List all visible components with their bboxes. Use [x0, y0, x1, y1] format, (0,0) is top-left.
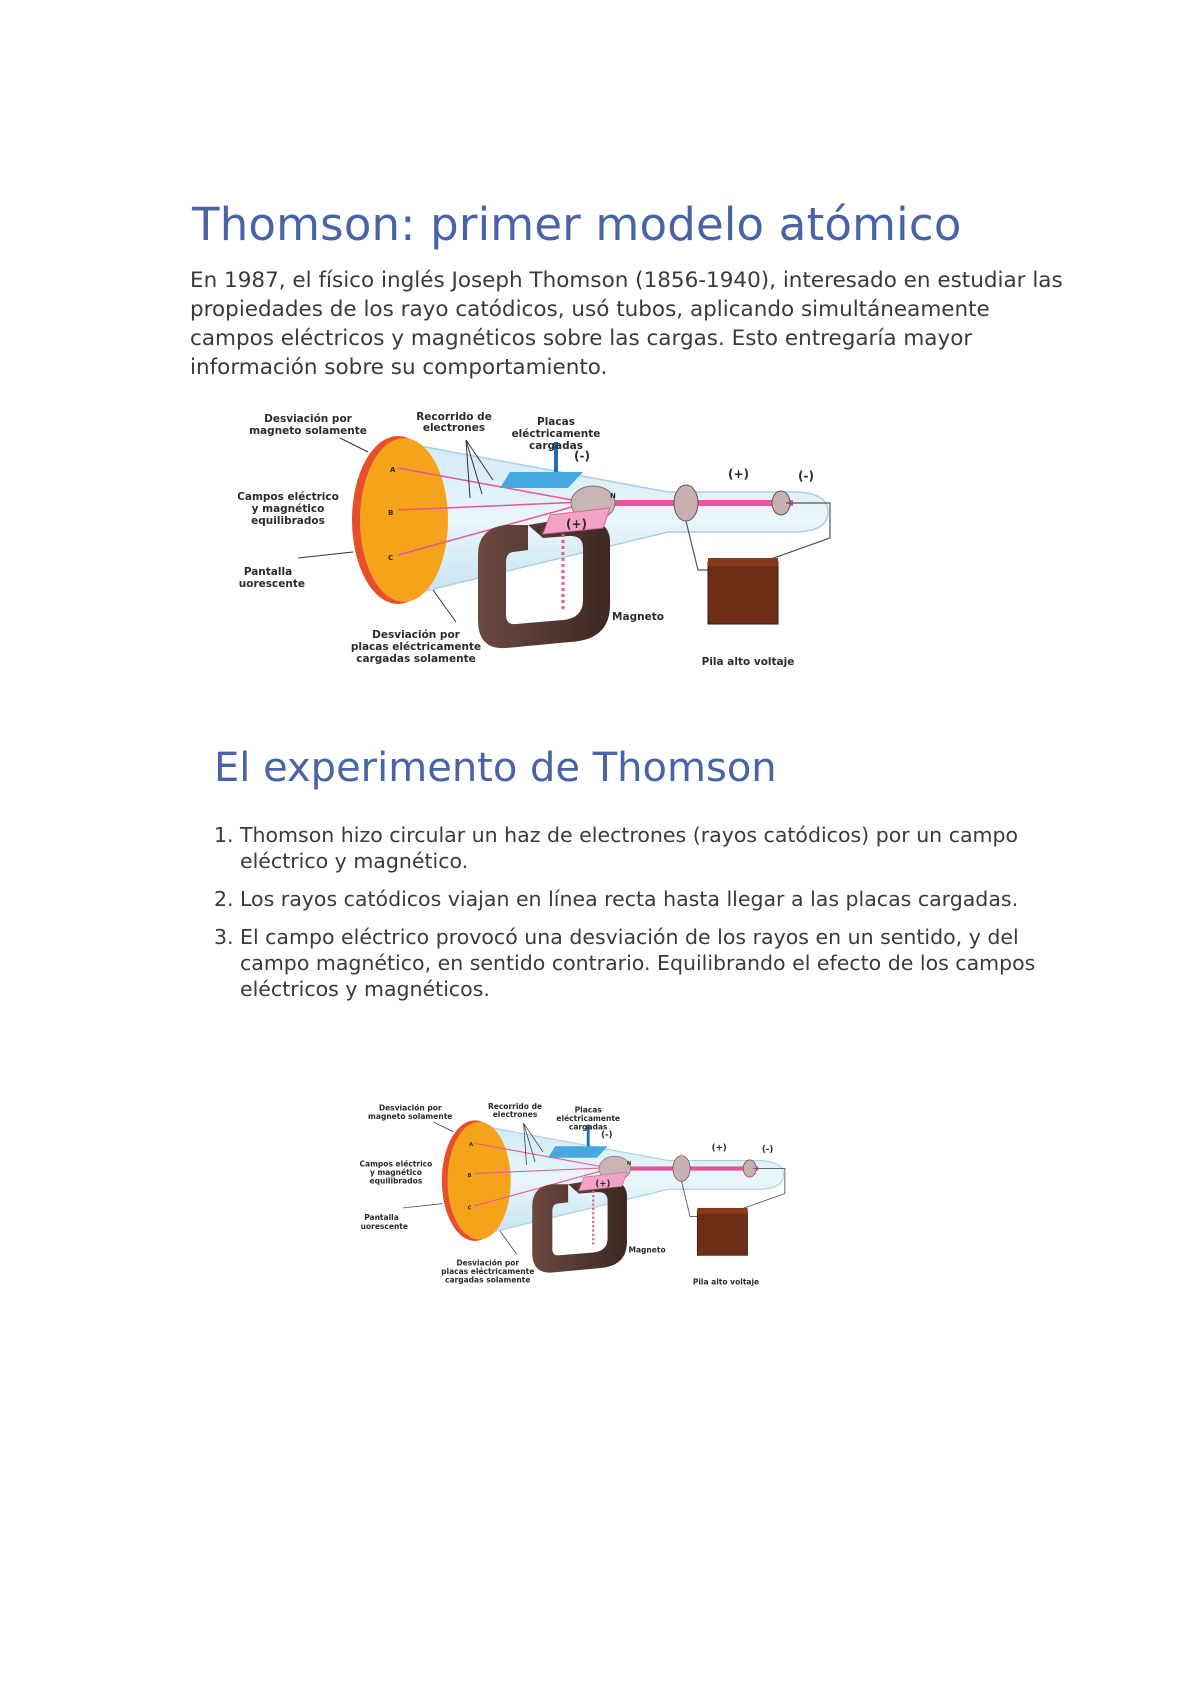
label-recorrido-2: electrones	[423, 422, 485, 434]
beam-b	[474, 1167, 608, 1175]
label-recorrido-1: Recorrido de	[416, 411, 492, 423]
list-number: 3.	[214, 925, 234, 949]
positive-plate	[578, 1171, 628, 1192]
list-line: eléctrico y magnético.	[240, 849, 469, 873]
beam-c	[397, 503, 584, 556]
thomson-diagram-2: Desviación por magneto solamente Recorri…	[355, 1070, 848, 1338]
list-line: campo magnético, en sentido contrario. E…	[240, 951, 1036, 975]
battery	[707, 561, 779, 625]
label-desviacion-placas-2: placas eléctricamente	[351, 641, 481, 653]
label-desviacion-placas-3: cargadas solamente	[356, 653, 475, 665]
point-a: A	[469, 1142, 473, 1148]
electrode-positive	[672, 1155, 691, 1182]
label-magneto: Magneto	[628, 1245, 665, 1254]
beam-a	[397, 467, 584, 503]
label-desviacion-magneto-1: Desviación por	[264, 413, 353, 425]
label-magneto: Magneto	[612, 611, 664, 623]
label-campos-1: Campos eléctrico	[238, 491, 339, 503]
sign-pos-electrode: (+)	[712, 1144, 727, 1154]
point-c: C	[468, 1205, 472, 1211]
label-campos-2: y magnético	[370, 1168, 422, 1177]
pole-s: S	[536, 526, 541, 534]
label-campos-3: equilibrados	[370, 1177, 423, 1186]
intro-line: información sobre su comportamiento.	[190, 355, 608, 380]
intro-line: En 1987, el físico inglés Joseph Thomson…	[190, 268, 1063, 293]
negative-plate	[500, 472, 583, 488]
negative-plate	[548, 1146, 608, 1158]
thomson-diagram-1: Desviación por magneto solamente Recorri…	[231, 410, 918, 695]
label-campos-1: Campos eléctrico	[360, 1159, 432, 1168]
label-recorrido-2: electrones	[493, 1110, 538, 1119]
list-line: eléctricos y magnéticos.	[240, 977, 490, 1001]
battery-top	[697, 1207, 748, 1214]
sign-pos-plate: (+)	[566, 517, 587, 531]
positive-plate	[542, 507, 611, 535]
battery	[696, 1210, 748, 1256]
section2-title: El experimento de Thomson	[214, 745, 777, 791]
list-item: 3. El campo eléctrico provocó una desvia…	[214, 924, 1036, 1002]
sign-pos-plate: (+)	[595, 1179, 610, 1189]
sign-neg-electrode: (-)	[762, 1145, 774, 1155]
fluorescent-screen	[447, 1121, 511, 1240]
battery-top	[708, 558, 778, 566]
label-placas-1: Placas	[575, 1106, 603, 1115]
label-campos-3: equilibrados	[251, 515, 325, 527]
sign-neg-plate: (-)	[574, 449, 590, 463]
list-line: Los rayos catódicos viajan en línea rect…	[240, 887, 1019, 911]
list-line: El campo eléctrico provocó una desviació…	[240, 925, 1019, 949]
label-pila: Pila alto voltaje	[702, 656, 795, 668]
beam-b	[397, 501, 584, 511]
label-recorrido-1: Recorrido de	[488, 1102, 542, 1111]
label-desviacion-magneto-1: Desviación por	[379, 1103, 442, 1112]
label-desviacion-placas-1: Desviación por	[456, 1258, 519, 1267]
list-item: 1. Thomson hizo circular un haz de elect…	[214, 822, 1019, 874]
pole-n: N	[610, 492, 616, 500]
label-desviacion-magneto-2: magneto solamente	[249, 425, 367, 437]
label-pila: Pila alto voltaje	[693, 1278, 759, 1287]
fluorescent-screen	[360, 438, 448, 602]
electrode-positive	[673, 484, 699, 522]
thomson-diagram-svg: Desviación por magneto solamente Recorri…	[231, 411, 831, 668]
sign-pos-electrode: (+)	[728, 467, 749, 481]
intro-paragraph: En 1987, el físico inglés Joseph Thomson…	[190, 266, 1070, 382]
magnet	[532, 1179, 627, 1273]
label-placas-3: cargadas	[569, 1123, 608, 1132]
beam-a	[474, 1142, 608, 1169]
point-b: B	[388, 509, 393, 517]
intro-line: propiedades de los rayo catódicos, usó t…	[190, 297, 990, 322]
beam-c	[474, 1168, 608, 1207]
point-b: B	[468, 1173, 472, 1179]
experiment-list: 1. Thomson hizo circular un haz de elect…	[214, 822, 1036, 1014]
point-a: A	[390, 466, 396, 474]
label-pantalla-2: fluorescente	[238, 578, 305, 590]
label-pantalla-1: Pantalla	[244, 566, 292, 578]
magnet	[478, 518, 610, 649]
label-desviacion-placas-1: Desviación por	[372, 629, 461, 641]
list-item: 2. Los rayos catódicos viajan en línea r…	[214, 886, 1019, 912]
label-desviacion-placas-2: placas eléctricamente	[441, 1267, 534, 1276]
section1-title: Thomson: primer modelo atómico	[192, 198, 962, 251]
label-placas-2: eléctricamente	[512, 428, 601, 440]
label-pantalla-2: fluorescente	[360, 1222, 408, 1231]
label-campos-2: y magnético	[252, 503, 325, 515]
list-line: Thomson hizo circular un haz de electron…	[240, 823, 1019, 847]
sign-neg-electrode: (-)	[798, 469, 814, 483]
thomson-diagram-svg: Desviación por magneto solamente Recorri…	[355, 1102, 786, 1287]
label-pantalla-1: Pantalla	[364, 1213, 399, 1222]
list-number: 2.	[214, 887, 234, 911]
pole-n: N	[627, 1161, 631, 1167]
intro-line: campos eléctricos y magnéticos sobre las…	[190, 326, 973, 351]
label-placas-2: eléctricamente	[556, 1114, 620, 1123]
label-placas-3: cargadas	[529, 440, 583, 452]
list-number: 1.	[214, 823, 234, 847]
negative-plate-stem	[586, 1124, 590, 1150]
label-desviacion-magneto-2: magneto solamente	[368, 1112, 452, 1121]
pole-s: S	[574, 1185, 578, 1191]
point-c: C	[388, 554, 393, 562]
label-placas-1: Placas	[537, 416, 575, 428]
sign-neg-plate: (-)	[601, 1131, 613, 1141]
label-desviacion-placas-3: cargadas solamente	[445, 1276, 530, 1285]
negative-plate-stem	[554, 442, 558, 477]
